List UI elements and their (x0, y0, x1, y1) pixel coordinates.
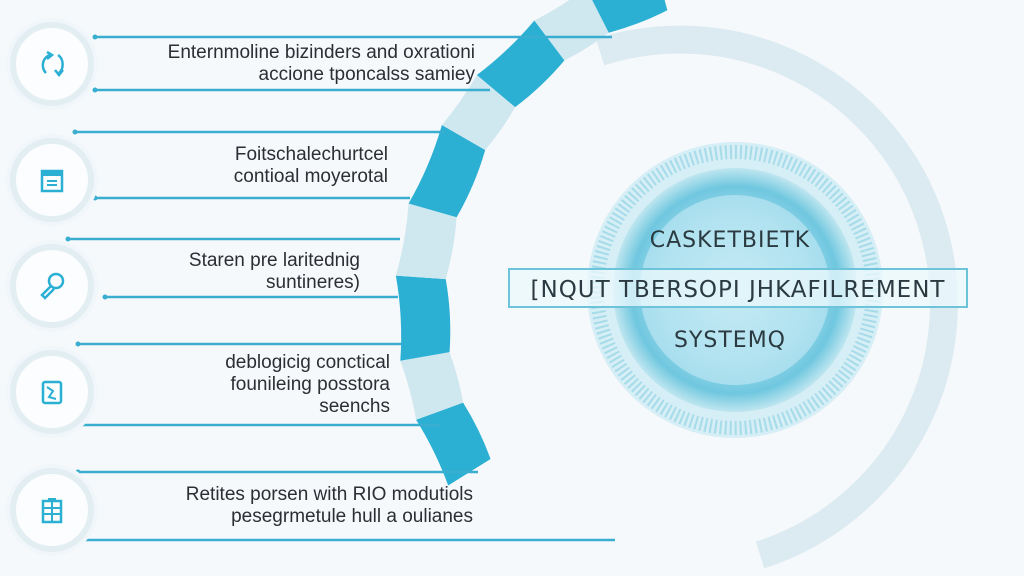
connector-dot (72, 129, 78, 135)
refresh-arrows-icon (10, 22, 94, 106)
connector-dot (92, 34, 98, 40)
arc-segment (400, 352, 464, 420)
center-title-line1: CASKETBIETK (649, 228, 811, 253)
connector-dot (92, 87, 98, 93)
connector-dot (65, 236, 71, 242)
arc-segment (408, 125, 486, 218)
item-label-line: seenchs (319, 396, 390, 417)
arc-segment (416, 402, 491, 486)
arc-segment (441, 75, 516, 150)
arc-segment (395, 203, 457, 280)
map-document-icon (10, 350, 94, 434)
item-label-line: Retites porsen with RIO modutiols (185, 484, 473, 505)
clipboard-grid-icon (10, 468, 94, 552)
item-label-line: Foitschalechurtcel (234, 144, 388, 165)
arc-segment (534, 0, 609, 61)
connector-dot (75, 341, 81, 347)
arc-segment (395, 275, 451, 361)
item-label-line: accione tponcalss samiey (258, 64, 476, 85)
item-label-line: Staren pre laritednig (188, 250, 360, 271)
segmented-arc (395, 0, 668, 486)
item-label-line: contioal moyerotal (233, 166, 388, 187)
key-search-icon (10, 244, 94, 328)
center-title-line3: SYSTEMQ (673, 328, 786, 353)
item-label-line: deblogicig conctical (225, 352, 390, 373)
outer-light-arc (595, 25, 958, 569)
item-label-line: pesegrmetule hull a oulianes (231, 506, 473, 527)
connector-lines (65, 34, 615, 543)
connector-dot (75, 469, 81, 475)
item-label-line: Enternmoline bizinders and oxrationi (167, 42, 475, 63)
connector-dot (102, 294, 108, 300)
item-label-line: founileing posstora (230, 374, 391, 395)
item-label-line: suntineres) (266, 272, 360, 293)
center-title-line2: [NQUT TBERSOPI JHKAFILREMENT (508, 268, 968, 308)
connector-dot (92, 195, 98, 201)
arc-segment (476, 20, 565, 108)
arc-segment (592, 0, 668, 33)
calendar-card-icon (10, 138, 94, 222)
